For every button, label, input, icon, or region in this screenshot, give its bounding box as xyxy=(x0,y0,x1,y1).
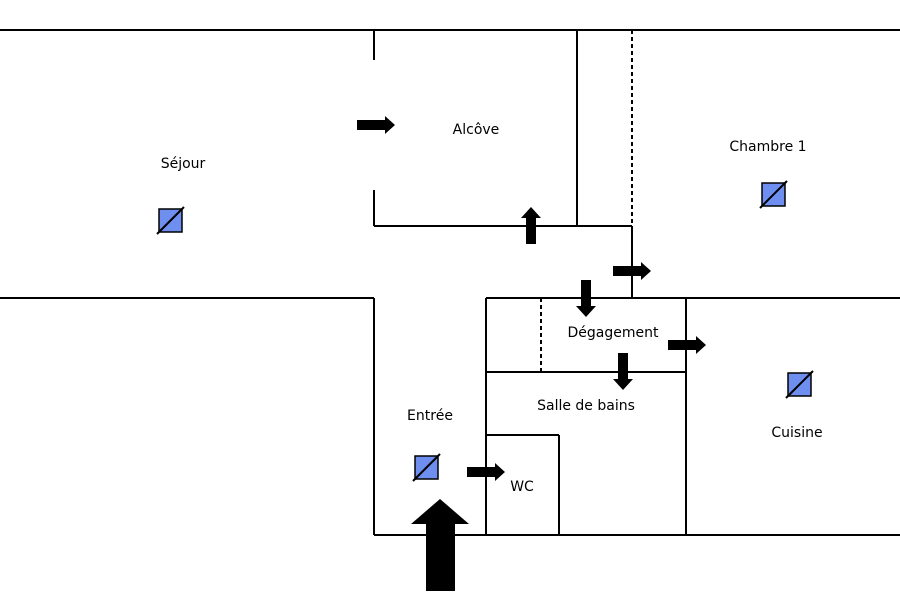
sensors xyxy=(156,180,814,482)
sensor-slash xyxy=(785,370,814,399)
sensor-slash xyxy=(412,453,441,482)
arrow-icon-chambre xyxy=(613,262,651,280)
room-label-salle-de-bains: Salle de bains xyxy=(537,398,635,414)
room-label-alcove: Alcôve xyxy=(453,122,500,138)
room-label-chambre1: Chambre 1 xyxy=(729,139,806,155)
sensor-slash xyxy=(156,206,185,235)
sensor-entree[interactable] xyxy=(412,453,441,482)
arrow-icon-cuisine xyxy=(668,336,706,354)
arrow-icon-wc xyxy=(467,463,505,481)
room-label-degagement: Dégagement xyxy=(568,325,659,341)
room-label-sejour: Séjour xyxy=(161,156,206,172)
sensor-sejour[interactable] xyxy=(156,206,185,235)
door-arrows xyxy=(357,116,706,591)
room-label-wc: WC xyxy=(510,479,534,495)
room-labels: Séjour Alcôve Chambre 1 Dégagement Salle… xyxy=(161,122,823,495)
arrow-icon-bathroom xyxy=(613,353,633,390)
arrow-icon-sejour-alcove xyxy=(357,116,395,134)
sensor-chambre1[interactable] xyxy=(759,180,788,209)
room-label-entree: Entrée xyxy=(407,408,453,424)
walls xyxy=(0,29,900,536)
arrow-icon-degagement-down xyxy=(576,280,596,317)
main-entrance-arrow-icon xyxy=(411,499,469,591)
sensor-slash xyxy=(759,180,788,209)
sensor-cuisine[interactable] xyxy=(785,370,814,399)
room-label-cuisine: Cuisine xyxy=(771,425,822,441)
arrow-icon-alcove-up xyxy=(521,207,541,244)
